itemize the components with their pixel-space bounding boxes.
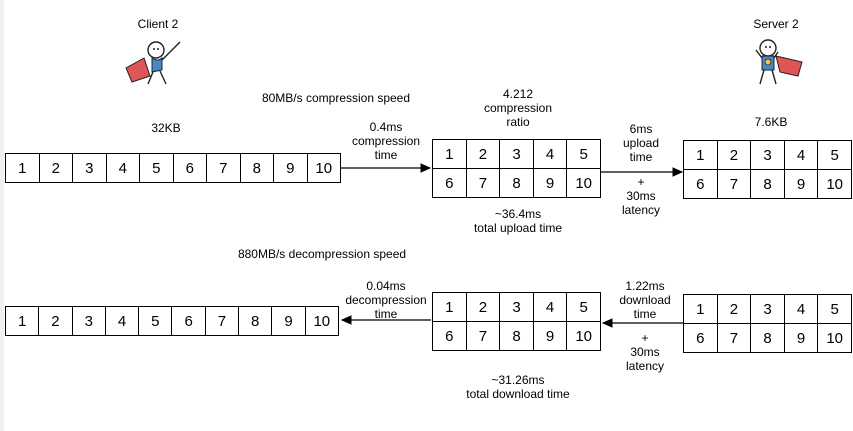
block-cell: 5: [830, 300, 839, 318]
server-size-label: 7.6KB: [754, 115, 788, 129]
block-cell: 10: [826, 175, 844, 193]
block-cell: 7: [206, 307, 240, 335]
client-superhero-icon: [125, 41, 181, 85]
block-cell: 9: [274, 154, 308, 182]
block-cell: 7: [467, 322, 501, 350]
block-cell: 9: [785, 170, 819, 198]
block-cell: 5: [139, 307, 173, 335]
block-cell: 9: [272, 307, 306, 335]
block-cell: 1: [433, 140, 467, 168]
block-cell: 7: [467, 169, 501, 197]
server-superhero-icon: [755, 39, 803, 85]
block-cell: 5: [140, 154, 174, 182]
decompression-speed-label: 880MB/s decompression speed: [237, 247, 407, 261]
block-cell: 6: [172, 307, 206, 335]
block-cell: 4: [106, 307, 140, 335]
block-cell: 6: [174, 154, 207, 182]
block-cell: 6: [684, 324, 718, 352]
block-cell: 7: [718, 170, 752, 198]
block-cell: 10: [313, 312, 331, 330]
block-cell: 4: [785, 141, 819, 169]
block-cell: 8: [500, 169, 534, 197]
block-cell: 1: [684, 295, 718, 323]
block-cell: 3: [500, 293, 534, 321]
block-cell: 1: [684, 141, 718, 169]
block-cell: 2: [467, 140, 501, 168]
block-cell: 8: [751, 170, 785, 198]
block-cell: 10: [315, 159, 333, 177]
block-cell: 6: [433, 169, 467, 197]
block-cell: 10: [826, 329, 844, 347]
left-edge: [0, 0, 4, 431]
block-cell: 1: [433, 293, 467, 321]
block-cell: 5: [579, 298, 588, 316]
block-cell: 3: [751, 295, 785, 323]
block-cell: 3: [751, 141, 785, 169]
block-cell: 2: [718, 295, 752, 323]
block-cell: 6: [684, 170, 718, 198]
block-cell: 8: [241, 154, 274, 182]
client-title: Client 2: [137, 17, 179, 31]
block-cell: 7: [718, 324, 752, 352]
block-cell: 2: [467, 293, 501, 321]
block-cell: 4: [107, 154, 140, 182]
client-size-label: 32KB: [151, 121, 181, 135]
block-cell: 3: [73, 307, 106, 335]
block-cell: 4: [534, 140, 568, 168]
block-cell: 4: [785, 295, 819, 323]
block-cell: 9: [534, 169, 568, 197]
block-cell: 3: [73, 154, 107, 182]
block-cell: 10: [575, 174, 593, 192]
server-title: Server 2: [753, 17, 799, 31]
block-cell: 5: [579, 145, 588, 163]
block-cell: 8: [500, 322, 534, 350]
block-cell: 2: [40, 154, 73, 182]
block-cell: 8: [751, 324, 785, 352]
block-cell: 3: [500, 140, 534, 168]
block-cell: 5: [830, 146, 839, 164]
block-cell: 2: [39, 307, 73, 335]
block-cell: 6: [433, 322, 467, 350]
block-cell: 7: [207, 154, 241, 182]
block-cell: 4: [534, 293, 568, 321]
block-cell: 9: [534, 322, 568, 350]
block-cell: 10: [575, 327, 593, 345]
block-cell: 2: [718, 141, 752, 169]
block-cell: 9: [785, 324, 819, 352]
compression-speed-label: 80MB/s compression speed: [261, 91, 411, 105]
block-cell: 1: [6, 307, 40, 335]
block-cell: 8: [239, 307, 273, 335]
block-cell: 1: [6, 154, 40, 182]
